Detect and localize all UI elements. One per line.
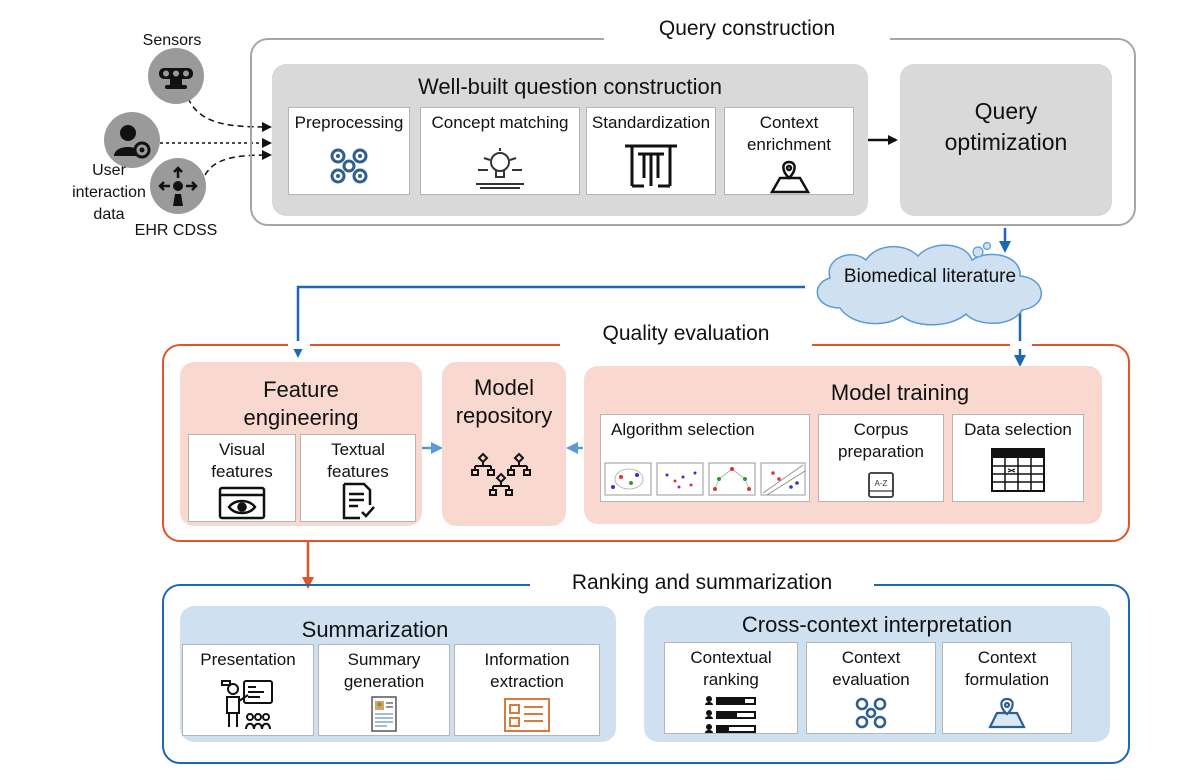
sensors-arrow: [187, 97, 272, 132]
context-formulation-card: Context formulation: [942, 642, 1072, 734]
preprocessing-card: Preprocessing: [288, 107, 410, 195]
cross-context-title: Cross-context interpretation: [741, 612, 1013, 637]
model-repository-panel: [442, 362, 566, 526]
wbq-title: Well-built question construction: [417, 74, 723, 99]
query-construction-title: Query construction: [604, 17, 890, 41]
map-pin-icon: [988, 697, 1026, 729]
standardization-label: Standardization: [591, 113, 711, 132]
standardization-card: Standardization: [586, 107, 716, 195]
query-optimization-label: Query optimization: [944, 98, 1068, 155]
ehr-arrow: [204, 150, 272, 176]
summary-generation-card: Summary generation: [318, 644, 450, 736]
query-optimization-panel: [900, 64, 1112, 216]
sensors-label: Sensors: [142, 32, 202, 49]
quality-evaluation-title: Quality evaluation: [560, 322, 812, 346]
data-selection-card: Data selection: [952, 414, 1084, 502]
summarization-title: Summarization: [301, 617, 449, 642]
map-pin-icon: [769, 160, 811, 194]
algorithm-selection-card: Algorithm selection: [600, 414, 810, 502]
context-evaluation-card: Context evaluation: [806, 642, 936, 734]
document-check-icon: [342, 482, 375, 520]
user-interaction-icon: [104, 112, 160, 168]
eye-window-icon: [218, 486, 266, 520]
dictionary-icon-text: A-Z: [875, 479, 888, 488]
decision-trees-icon: [471, 452, 531, 496]
textual-features-label: Textual features: [327, 440, 389, 481]
data-selection-label: Data selection: [964, 420, 1072, 439]
algorithm-selection-label: Algorithm selection: [611, 420, 755, 439]
concept-matching-label: Concept matching: [431, 113, 569, 132]
contextual-ranking-card: Contextual ranking: [664, 642, 798, 734]
presentation-card: Presentation: [182, 644, 314, 736]
ranking-list-icon: [705, 696, 756, 733]
summary-generation-label: Summary generation: [343, 650, 425, 691]
presentation-label: Presentation: [200, 650, 296, 669]
ehr-cdss-label: EHR CDSS: [134, 222, 218, 239]
feature-engineering-title: Feature engineering: [243, 377, 359, 430]
preprocessing-label: Preprocessing: [294, 113, 404, 132]
profile-document-icon: [371, 696, 397, 732]
sensors-icon: [148, 48, 204, 104]
corpus-preparation-label: Corpus preparation: [837, 420, 924, 461]
concept-matching-card: Concept matching: [420, 107, 580, 195]
context-evaluation-label: Context evaluation: [832, 648, 910, 689]
gears-icon: [855, 697, 887, 729]
info-card-icon: [504, 698, 550, 732]
literature-label: Biomedical literature: [843, 266, 1017, 287]
user-interaction-label: User interaction data: [72, 162, 146, 223]
corpus-preparation-card: Corpus preparation A-Z: [818, 414, 944, 502]
maze-icon: [625, 144, 677, 188]
context-enrichment-card: Context enrichment: [724, 107, 854, 195]
model-training-title: Model training: [830, 380, 970, 405]
dictionary-icon: A-Z: [868, 472, 894, 498]
table-icon: [991, 448, 1045, 492]
visual-features-card: Visual features: [188, 434, 296, 522]
model-repository-title: Model repository: [455, 375, 553, 428]
presenter-icon: [221, 680, 273, 730]
context-enrichment-label: Context enrichment: [746, 113, 832, 154]
gears-icon: [330, 148, 368, 184]
literature-cloud: [816, 241, 1042, 326]
algorithm-plots-icon: [604, 462, 806, 496]
context-formulation-label: Context formulation: [964, 648, 1050, 689]
lightbulb-icon: [476, 148, 524, 189]
frame-gap-right: [1010, 341, 1032, 349]
textual-features-card: Textual features: [300, 434, 416, 522]
contextual-ranking-label: Contextual ranking: [690, 648, 772, 689]
information-extraction-card: Information extraction: [454, 644, 600, 736]
ehr-cdss-icon: [150, 158, 206, 214]
visual-features-label: Visual features: [211, 440, 273, 481]
frame-gap-left: [288, 341, 310, 349]
literature-to-feature-arrow: [292, 285, 805, 358]
information-extraction-label: Information extraction: [484, 650, 570, 691]
ranking-summarization-title: Ranking and summarization: [530, 571, 874, 595]
